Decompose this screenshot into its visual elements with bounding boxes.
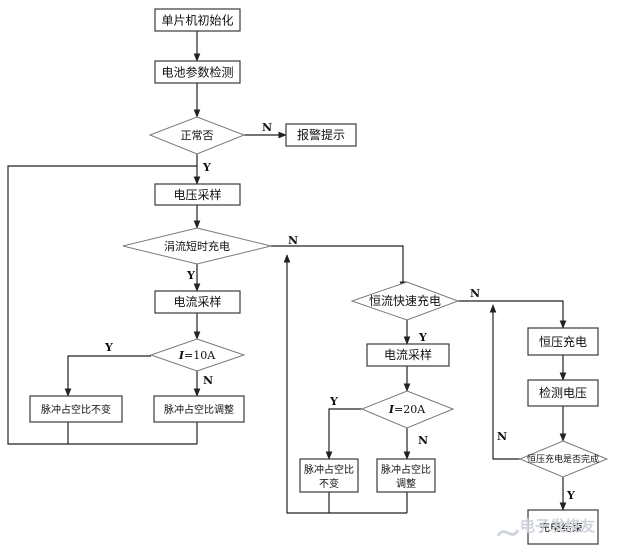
- decision-normal: 正常否: [148, 116, 246, 155]
- node-pwm-adjust-1: 脉冲占空比调整: [153, 395, 245, 423]
- label-fast-yes: Y: [418, 331, 427, 344]
- node-pwm-keep-2: 脉冲占空比 不变: [299, 458, 359, 493]
- svg-text:涓流短时充电: 涓流短时充电: [164, 239, 230, 253]
- node-current-sample-1: 电流采样: [154, 290, 241, 314]
- svg-text:正常否: 正常否: [181, 129, 214, 142]
- var-i: I: [388, 403, 395, 416]
- svg-text:脉冲占空比调整: 脉冲占空比调整: [164, 403, 234, 416]
- decision-current-10a: I=10A: [149, 338, 246, 372]
- svg-text:电压采样: 电压采样: [173, 187, 221, 202]
- node-pwm-adjust-2: 脉冲占空比 调整: [376, 458, 436, 493]
- node-charge-done: 充电结束: [527, 509, 599, 545]
- label-cv-yes: Y: [566, 489, 575, 502]
- svg-text:脉冲占空比: 脉冲占空比: [304, 463, 354, 476]
- edge-labels: N Y N Y Y N N Y Y N N Y: [104, 121, 575, 502]
- svg-text:脉冲占空比: 脉冲占空比: [381, 463, 431, 476]
- node-battery-check: 电池参数检测: [154, 60, 241, 84]
- svg-text:I=10A: I=10A: [178, 349, 216, 362]
- label-trickle-no: N: [288, 234, 298, 247]
- node-current-sample-2: 电流采样: [366, 343, 450, 367]
- node-init: 单片机初始化: [154, 8, 241, 32]
- decision-trickle: 涓流短时充电: [122, 227, 272, 265]
- label-cv-no: N: [497, 430, 507, 443]
- value-10a: =10A: [184, 349, 216, 362]
- watermark: 电子发烧友: [496, 517, 595, 537]
- svg-text:调整: 调整: [396, 477, 416, 490]
- svg-text:不变: 不变: [319, 477, 339, 490]
- svg-text:单片机初始化: 单片机初始化: [161, 14, 233, 28]
- label-trickle-yes: Y: [186, 269, 195, 282]
- node-alarm: 报警提示: [285, 123, 357, 147]
- decision-cv-done: 恒压充电是否完成: [518, 440, 609, 478]
- decision-current-20a: I=20A: [360, 390, 455, 429]
- connectors: [7, 31, 567, 514]
- svg-text:I=20A: I=20A: [388, 403, 426, 416]
- svg-text:充电结束: 充电结束: [539, 520, 583, 534]
- svg-text:电池参数检测: 电池参数检测: [161, 65, 233, 80]
- watermark-logo-icon: [496, 529, 520, 537]
- label-normal-yes: Y: [202, 161, 211, 174]
- label-normal-no: N: [262, 121, 272, 134]
- watermark-text: 电子发烧友: [520, 517, 595, 535]
- svg-text:报警提示: 报警提示: [297, 127, 345, 142]
- svg-text:检测电压: 检测电压: [539, 385, 587, 400]
- var-i: I: [178, 349, 185, 362]
- label-i10-yes: Y: [104, 341, 113, 354]
- label-i10-no: N: [203, 374, 213, 387]
- svg-text:恒压充电是否完成: 恒压充电是否完成: [527, 453, 599, 465]
- svg-text:电流采样: 电流采样: [173, 294, 221, 309]
- svg-text:脉冲占空比不变: 脉冲占空比不变: [41, 403, 111, 416]
- svg-text:恒流快速充电: 恒流快速充电: [369, 293, 441, 308]
- label-fast-no: N: [470, 287, 480, 300]
- label-i20-no: N: [418, 434, 428, 447]
- node-check-voltage: 检测电压: [527, 379, 599, 407]
- svg-text:电流采样: 电流采样: [384, 347, 432, 362]
- node-cv-charge: 恒压充电: [527, 327, 599, 356]
- decision-fast-charge: 恒流快速充电: [350, 281, 460, 321]
- label-i20-yes: Y: [329, 395, 338, 408]
- node-voltage-sample: 电压采样: [154, 183, 241, 206]
- value-20a: =20A: [394, 403, 426, 416]
- svg-text:恒压充电: 恒压充电: [539, 334, 587, 349]
- node-pwm-keep-1: 脉冲占空比不变: [29, 395, 123, 423]
